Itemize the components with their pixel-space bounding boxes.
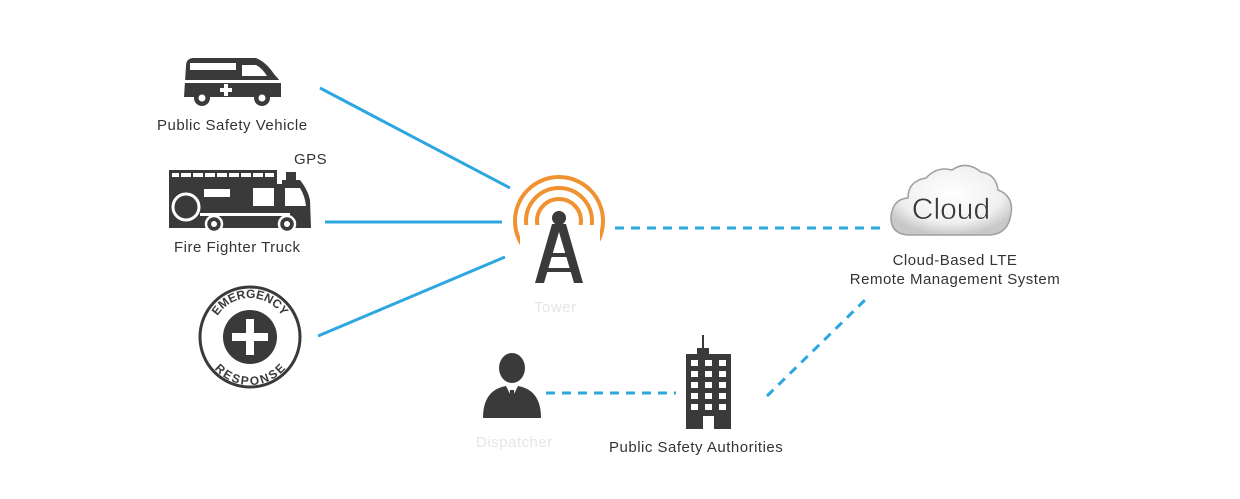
ambulance-icon [184, 58, 281, 106]
tower-label: Tower [534, 299, 577, 316]
cloud-label-line1: Cloud-Based LTE [892, 252, 1018, 269]
emergency-response-badge-icon: EMERGENCY RESPONSE [198, 285, 302, 389]
cloud-word: Cloud [912, 193, 990, 226]
authorities-label: Public Safety Authorities [609, 439, 784, 456]
svg-text:RESPONSE: RESPONSE [212, 361, 288, 388]
fire-truck-icon [169, 170, 311, 234]
truck-label: Fire Fighter Truck [174, 239, 301, 256]
cloud-icon: Cloud [890, 164, 1013, 236]
cloud-label-line2: Remote Management System [849, 271, 1061, 288]
tower-icon [513, 175, 605, 287]
dispatcher-person-icon [483, 353, 541, 418]
link-vehicle-tower [319, 86, 511, 190]
link-emergency-tower [317, 255, 506, 338]
badge-bottom-text: RESPONSE [212, 361, 288, 388]
gps-label: GPS [294, 151, 328, 168]
link-authorities-cloud [765, 298, 867, 398]
building-icon [686, 335, 731, 429]
vehicle-label: Public Safety Vehicle [157, 117, 308, 134]
dispatcher-label: Dispatcher [476, 434, 553, 451]
